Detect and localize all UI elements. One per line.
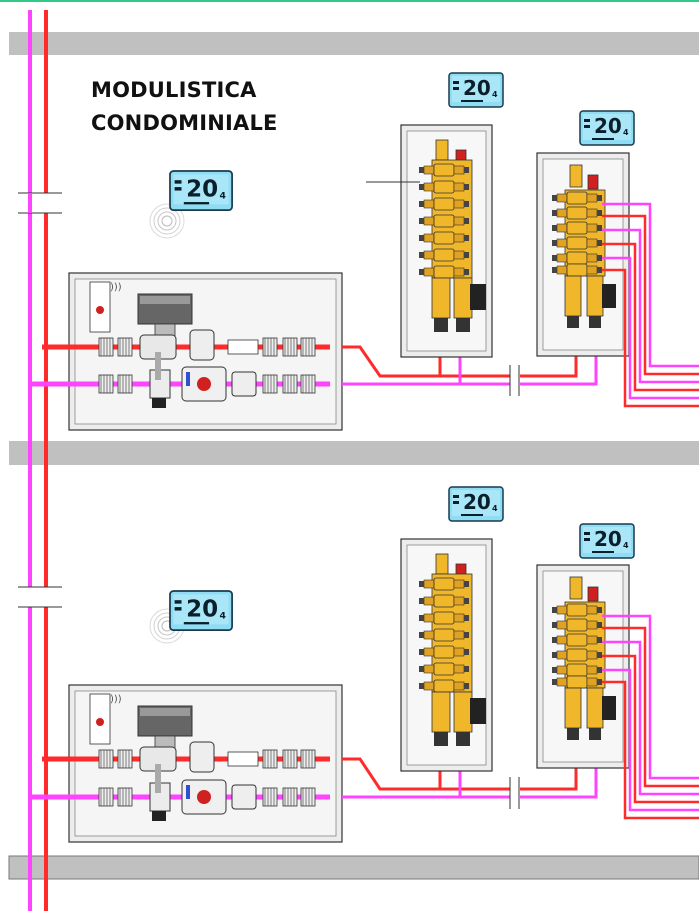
manifold-cabinet-upper-1 [366,72,504,358]
heat-meter-module-lower: ))) [30,684,343,843]
svg-text:))): ))) [110,694,122,705]
floor-slab-top [9,32,699,55]
diagram-title: MODULISTICA CONDOMINIALE [91,74,351,140]
floor-loops-lower [602,614,699,820]
svg-text:))): ))) [110,282,122,293]
floor-upper: ))) [30,72,699,431]
room-thermostat-upper [149,170,233,239]
floor-loops-upper [602,202,699,408]
room-thermostat-lower [149,590,233,644]
manifold-cabinet-lower-1 [400,486,504,772]
floor-slab-bottom [8,855,699,880]
floor-slab-middle [9,441,699,465]
manifold-cabinet-upper-2 [536,110,635,357]
heat-meter-module-upper: ))) [30,272,343,431]
distribution-pipes-upper [342,345,598,396]
title-line-1: MODULISTICA [91,78,257,102]
top-accent-line [0,0,699,2]
manifold-cabinet-lower-2 [536,523,635,769]
title-line-2: CONDOMINIALE [91,111,278,135]
floor-lower: ))) [30,486,699,843]
